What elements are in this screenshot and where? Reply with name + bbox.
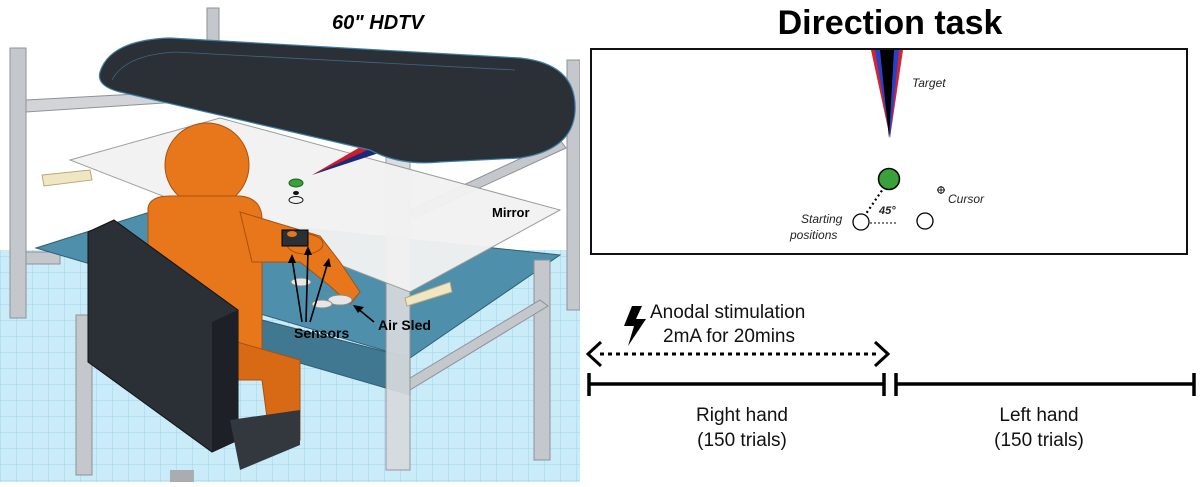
target-dot	[877, 167, 901, 191]
setup-svg	[0, 7, 581, 482]
tv-label: 60" HDTV	[332, 12, 424, 34]
mirror-green-dot	[288, 178, 304, 188]
frame-post-left	[9, 47, 27, 319]
start-position-1	[852, 213, 870, 231]
target-label: Target	[912, 76, 946, 90]
movement-path	[860, 185, 886, 222]
setup-illustration: 60" HDTV Mirror Sensors Air Sled	[0, 0, 581, 482]
task-svg	[585, 48, 1196, 396]
sensors-label: Sensors	[294, 325, 350, 341]
frame-post-right-low	[533, 259, 551, 461]
air-sled-disc-1	[290, 277, 312, 287]
mirror-target	[312, 145, 382, 175]
chair-base	[230, 410, 300, 470]
mirror-label: Mirror	[492, 205, 530, 220]
start-label-2: positions	[790, 228, 838, 242]
air-sled-disc-2	[327, 294, 353, 306]
task-panel: Direction task Target Cursor 45° Sta	[580, 0, 1200, 482]
tv	[98, 37, 576, 164]
person-arm	[239, 211, 361, 305]
sensor-arrow-1	[291, 257, 303, 323]
frame-beam-left-low	[25, 251, 61, 265]
frame-beam-front-low	[409, 299, 549, 391]
air-sled-label: Air Sled	[378, 317, 431, 333]
left-hand-label: Left hand	[999, 405, 1079, 426]
stim-line-2: 2mA for 20mins	[663, 326, 795, 347]
stim-line-1: Anodal stimulation	[650, 302, 806, 323]
right-hand-label: Right hand	[696, 405, 788, 426]
task-title: Direction task	[777, 4, 1003, 42]
left-trials-label: (150 trials)	[994, 430, 1084, 451]
right-trials-label: (150 trials)	[697, 430, 787, 451]
start-label-1: Starting	[801, 212, 843, 226]
cursor-label: Cursor	[948, 192, 985, 206]
angle-label: 45°	[879, 205, 896, 217]
lightning-icon	[624, 306, 646, 346]
sensor-arrow-3	[309, 261, 329, 323]
start-position-2	[916, 212, 934, 230]
sensor-arrow-2	[305, 249, 309, 323]
person-head	[164, 122, 250, 208]
chair-side	[212, 310, 238, 452]
